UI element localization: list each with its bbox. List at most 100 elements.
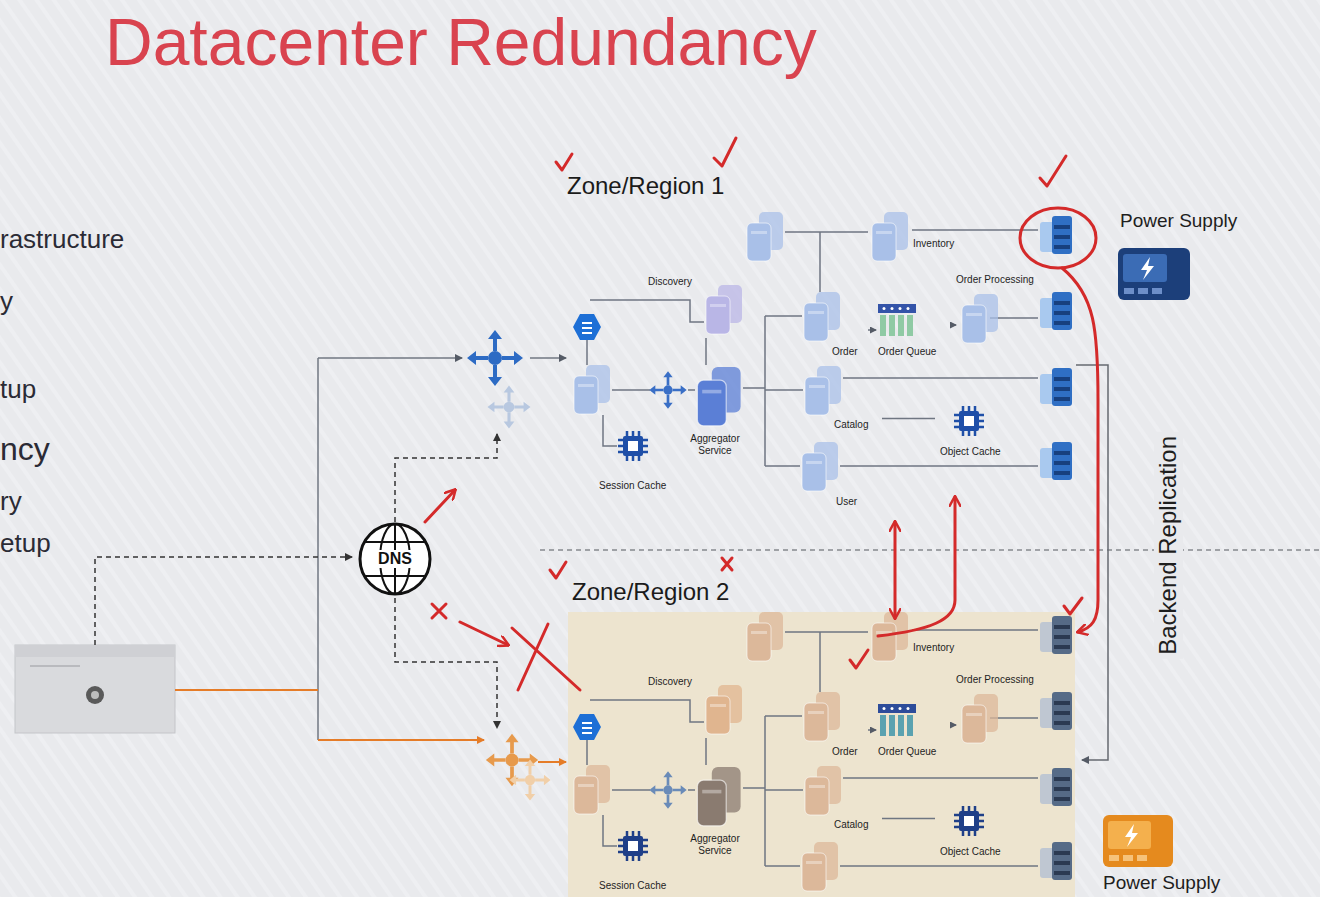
node-label: DNS bbox=[376, 550, 414, 568]
handwritten-marks bbox=[714, 138, 736, 166]
power-supply-icon bbox=[1118, 248, 1190, 300]
handwritten-marks bbox=[556, 154, 572, 170]
service-node: Aggregator Service bbox=[675, 765, 755, 865]
browser-client bbox=[15, 645, 175, 733]
service-node: Order bbox=[800, 292, 868, 360]
node-label: Order Queue bbox=[878, 346, 936, 358]
handwritten-marks bbox=[850, 650, 868, 668]
node-label: Order bbox=[832, 746, 858, 758]
load-balancer bbox=[488, 386, 531, 429]
browser-client bbox=[15, 645, 175, 657]
connector bbox=[882, 818, 935, 820]
connector bbox=[705, 338, 707, 365]
power-supply-icon bbox=[1123, 855, 1133, 861]
browser-client bbox=[30, 665, 80, 667]
handwritten-marks bbox=[722, 558, 732, 570]
service-node: Session Cache bbox=[596, 828, 680, 896]
power-supply-icon bbox=[1125, 824, 1138, 847]
power-supply: Power Supply bbox=[1096, 810, 1232, 897]
service-node: Discovery bbox=[645, 274, 737, 338]
browser-client bbox=[91, 691, 99, 699]
network-wires bbox=[1076, 365, 1108, 760]
node-label: Inventory bbox=[913, 238, 954, 250]
power-supply-icon bbox=[1103, 815, 1173, 867]
handwritten-marks bbox=[425, 138, 1098, 690]
service-node: Object Cache bbox=[935, 402, 1020, 462]
network-wires bbox=[530, 357, 566, 359]
browser-client bbox=[86, 686, 104, 704]
handwritten-marks bbox=[460, 622, 508, 645]
handwritten-marks bbox=[1040, 156, 1066, 186]
power-supply-icon bbox=[1138, 288, 1148, 294]
browser-client bbox=[15, 645, 175, 733]
dns-globe bbox=[360, 524, 430, 594]
service-node: Order bbox=[800, 692, 868, 760]
node-label: Power Supply bbox=[1103, 872, 1220, 894]
node-label: Discovery bbox=[648, 676, 692, 688]
network-wires bbox=[175, 689, 318, 691]
handwritten-marks bbox=[1020, 208, 1096, 268]
node-label: Session Cache bbox=[599, 880, 666, 892]
zone-one-icons bbox=[573, 212, 1072, 491]
side-label: ry bbox=[0, 488, 22, 514]
handwritten-marks bbox=[1064, 598, 1082, 614]
node-label: Power Supply bbox=[1120, 210, 1237, 232]
vertical-label: Backend Replication bbox=[1154, 432, 1183, 659]
diagram-title: Datacenter Redundancy bbox=[105, 6, 817, 79]
node-label: Zone/Region 1 bbox=[567, 172, 724, 201]
dns-globe bbox=[360, 524, 430, 594]
connector bbox=[950, 724, 956, 726]
network-wires bbox=[318, 739, 484, 741]
network-wires bbox=[95, 557, 352, 645]
service-node: Session Cache bbox=[596, 428, 680, 496]
node-label: Object Cache bbox=[940, 446, 1001, 458]
network-wires bbox=[317, 358, 319, 740]
power-supply-icon bbox=[1152, 288, 1162, 294]
connector bbox=[882, 418, 935, 420]
node-label: Aggregator Service bbox=[680, 433, 750, 456]
dns-globe bbox=[364, 575, 426, 577]
network-wires bbox=[95, 358, 1108, 762]
handwritten-marks bbox=[432, 604, 446, 618]
zone-two-icons bbox=[573, 612, 1072, 891]
dns-node: DNS bbox=[358, 522, 432, 596]
node-label: Inventory bbox=[913, 642, 954, 654]
side-label: rastructure bbox=[0, 226, 124, 252]
network-wires bbox=[538, 761, 566, 763]
zone-region: Zone/Region 2DiscoveryInventoryOrder Pro… bbox=[568, 612, 1075, 897]
node-label: Order Queue bbox=[878, 746, 936, 758]
zone-band bbox=[568, 612, 1075, 897]
service-node: User bbox=[798, 440, 862, 510]
power-supply-icon bbox=[1137, 855, 1147, 861]
side-label: etup bbox=[0, 530, 51, 556]
power-supply-icon bbox=[1109, 855, 1119, 861]
load-balancer bbox=[467, 330, 523, 386]
node-label: Order Processing bbox=[956, 674, 1034, 686]
service-node: Order Queue bbox=[876, 300, 950, 360]
service-node: Order Processing bbox=[956, 274, 1040, 350]
power-supply-icon bbox=[1123, 254, 1167, 282]
node-label: User bbox=[836, 496, 857, 508]
node-label: Session Cache bbox=[599, 480, 666, 492]
service-node: Discovery bbox=[645, 674, 737, 738]
node-label: Catalog bbox=[834, 419, 868, 431]
service-node: Inventory bbox=[866, 614, 976, 672]
side-label: tup bbox=[0, 376, 36, 402]
node-label: Catalog bbox=[834, 819, 868, 831]
node-label: Aggregator Service bbox=[680, 833, 750, 856]
power-supply-icon bbox=[1108, 821, 1151, 849]
network-wires bbox=[395, 434, 497, 522]
node-label: Order bbox=[832, 346, 858, 358]
service-node: Object Cache bbox=[935, 802, 1020, 862]
zone-divider bbox=[540, 549, 1320, 550]
dns-globe bbox=[364, 541, 426, 543]
connector bbox=[705, 738, 707, 765]
handwritten-marks bbox=[894, 522, 897, 618]
handwritten-marks bbox=[425, 490, 455, 522]
network-wires bbox=[395, 598, 497, 728]
service-node: Order Queue bbox=[876, 700, 950, 760]
handwritten-marks bbox=[512, 624, 580, 690]
